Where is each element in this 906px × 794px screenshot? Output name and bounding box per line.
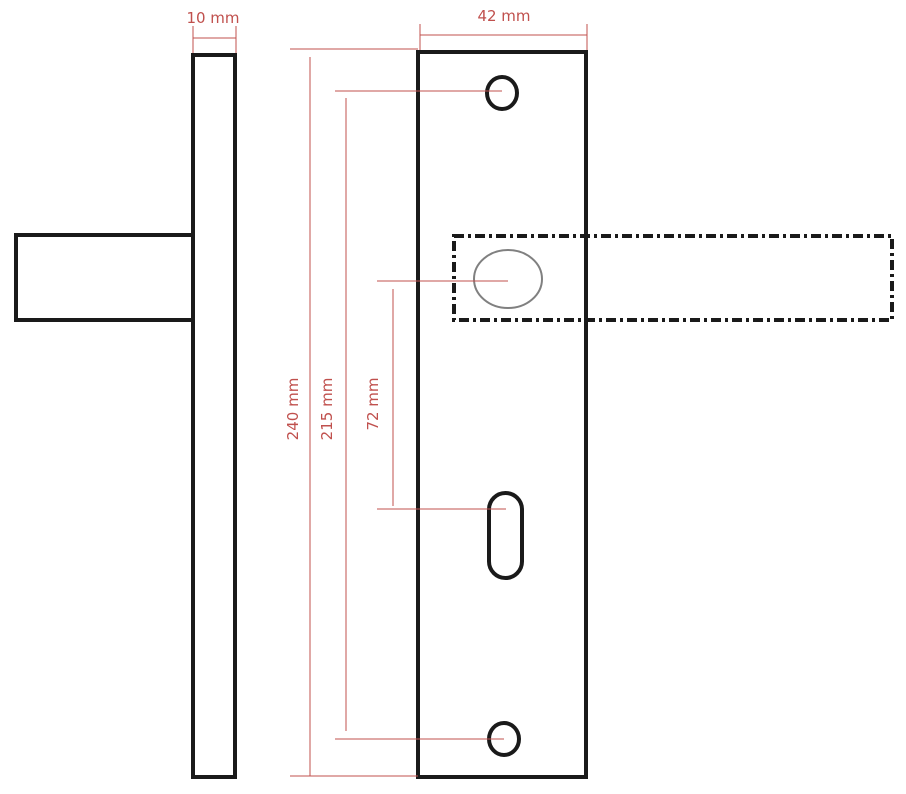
front-view	[416, 50, 894, 779]
label-handle-offset: 72 mm	[364, 377, 382, 430]
dimension-labels: 10 mm 42 mm 240 mm 215 mm 72 mm	[186, 7, 530, 440]
side-view	[14, 53, 237, 779]
front-plate	[416, 50, 588, 779]
dimension-lines	[192, 24, 588, 777]
top-screw-hole	[485, 75, 519, 111]
key-slot	[487, 491, 524, 580]
side-view-plate	[191, 53, 237, 779]
label-thickness: 10 mm	[186, 9, 239, 27]
label-screw-spacing: 215 mm	[318, 378, 336, 441]
spindle-circle	[473, 249, 543, 309]
label-width: 42 mm	[477, 7, 530, 25]
label-total-height: 240 mm	[284, 378, 302, 441]
side-view-handle	[14, 233, 191, 322]
handle-lever-outline	[452, 234, 894, 322]
